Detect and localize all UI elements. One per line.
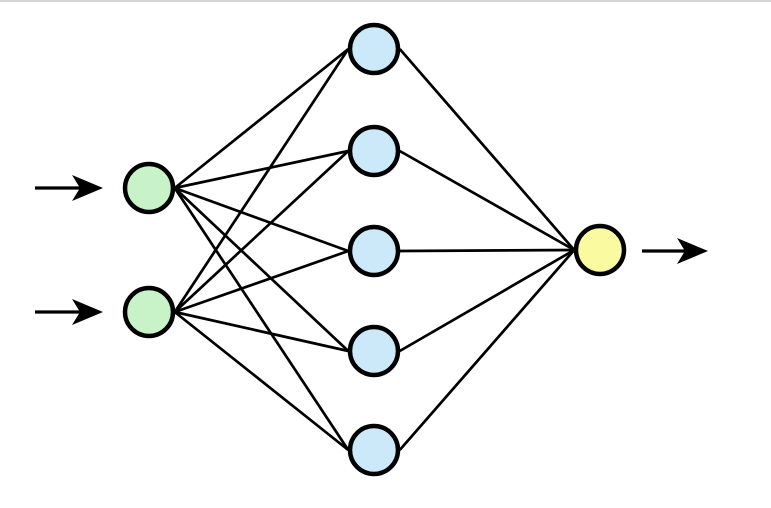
- edge-input-node-2-hidden-node-4: [174, 310, 349, 353]
- input-arrow-1-head: [72, 175, 103, 201]
- output-node-1: [573, 223, 627, 277]
- edge-input-node-1-hidden-node-5: [173, 187, 350, 451]
- edge-hidden-node-2-output-node-1: [399, 149, 575, 252]
- hidden-node-2: [347, 124, 401, 178]
- input-arrow-2-head: [72, 299, 103, 325]
- edge-hidden-node-3-output-node-1: [399, 248, 575, 253]
- edge-hidden-node-1-output-node-1: [398, 48, 576, 251]
- top-border: [0, 0, 771, 2]
- edge-input-node-2-hidden-node-2: [173, 150, 350, 313]
- edge-input-node-1-hidden-node-2: [174, 149, 349, 190]
- edge-input-node-2-hidden-node-3: [174, 249, 349, 314]
- input-node-1: [122, 161, 176, 215]
- hidden-node-5: [347, 423, 401, 477]
- input-node-2: [122, 285, 176, 339]
- hidden-node-3: [347, 224, 401, 278]
- output-arrow-head: [677, 238, 708, 264]
- edge-hidden-node-5-output-node-1: [398, 249, 576, 451]
- hidden-node-4: [347, 324, 401, 378]
- edge-input-node-2-hidden-node-1: [173, 48, 350, 313]
- hidden-node-1: [347, 22, 401, 76]
- edge-input-node-1-hidden-node-4: [173, 187, 350, 352]
- edge-hidden-node-4-output-node-1: [399, 248, 575, 353]
- edge-input-node-2-hidden-node-5: [173, 310, 350, 452]
- edge-input-node-1-hidden-node-1: [173, 47, 350, 190]
- edge-input-node-1-hidden-node-3: [174, 186, 349, 253]
